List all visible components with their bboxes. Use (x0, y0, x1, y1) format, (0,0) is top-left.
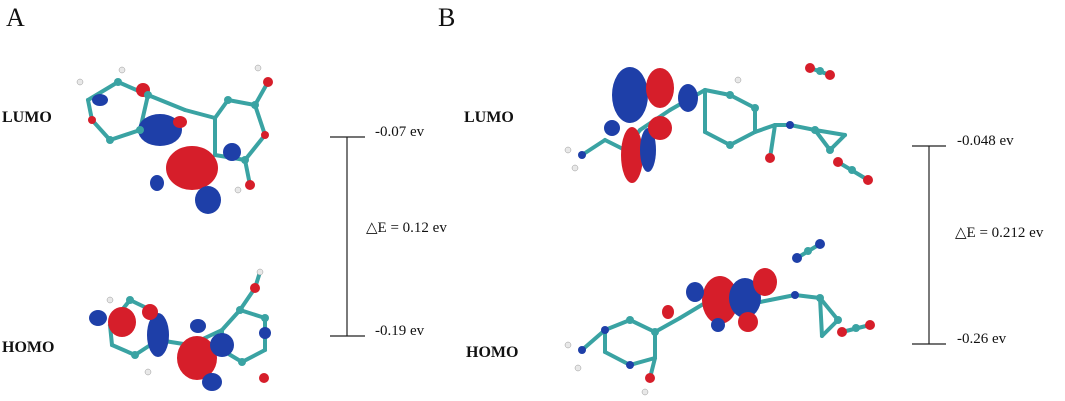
homo-a-lobe (177, 336, 217, 380)
lumo-a-lobe (150, 175, 164, 191)
homo-b-lobe (738, 312, 758, 332)
homo-a-lobe (142, 304, 158, 320)
panel-a-energy-diagram: -0.07 ev -0.19 ev △E = 0.12 ev (330, 124, 447, 339)
panel-b-energy-diagram: -0.048 ev -0.26 ev △E = 0.212 ev (912, 133, 1044, 347)
lumo-a-lobe (195, 186, 221, 214)
lumo-b-lobe (621, 127, 643, 183)
lumo-a-lobe (138, 114, 182, 146)
panel-a: A LUMO HOMO (2, 3, 447, 391)
panel-b-lumo-label: LUMO (464, 109, 514, 126)
homo-a-lobe (89, 310, 107, 326)
lumo-energy: -0.048 ev (957, 133, 1014, 149)
panel-b-homo-molecule (564, 239, 875, 396)
lumo-b-lobe (648, 116, 672, 140)
panel-a-homo-label: HOMO (2, 339, 54, 356)
energy-gap: △E = 0.212 ev (955, 225, 1044, 241)
lumo-energy: -0.07 ev (375, 124, 425, 140)
panel-a-lumo-molecule (76, 64, 273, 214)
lumo-b-lobe (646, 68, 674, 108)
homo-a-lobe (202, 373, 222, 391)
panel-b: B LUMO HOMO (438, 3, 1044, 396)
lumo-b-lobe (678, 84, 698, 112)
panel-b-letter: B (438, 3, 455, 32)
homo-a-lobe (147, 313, 169, 357)
lumo-a-lobe (173, 116, 187, 128)
lumo-b-lobe (604, 120, 620, 136)
panel-a-lumo-label: LUMO (2, 109, 52, 126)
homo-b-lobe (753, 268, 777, 296)
lumo-b-lobe (640, 128, 656, 172)
homo-b-lobe (711, 318, 725, 332)
homo-b-lobe (702, 276, 738, 324)
homo-a-lobe (210, 333, 234, 357)
panel-a-letter: A (6, 3, 25, 32)
panel-b-lumo-molecule (564, 63, 873, 185)
homo-a-lobe (108, 307, 136, 337)
panel-a-homo-molecule (89, 268, 271, 391)
lumo-b-lobe (612, 67, 648, 123)
homo-b-lobe (729, 278, 761, 318)
homo-a-lobe (190, 319, 206, 333)
lumo-a-lobe (92, 94, 108, 106)
homo-a-lobe (259, 327, 271, 339)
lumo-a-lobe (166, 146, 218, 190)
lumo-a-lobe (223, 143, 241, 161)
homo-energy: -0.19 ev (375, 323, 425, 339)
homo-energy: -0.26 ev (957, 331, 1007, 347)
homo-b-lobe (686, 282, 704, 302)
energy-gap: △E = 0.12 ev (366, 220, 447, 236)
panel-b-homo-label: HOMO (466, 344, 518, 361)
homo-b-lobe (662, 305, 674, 319)
